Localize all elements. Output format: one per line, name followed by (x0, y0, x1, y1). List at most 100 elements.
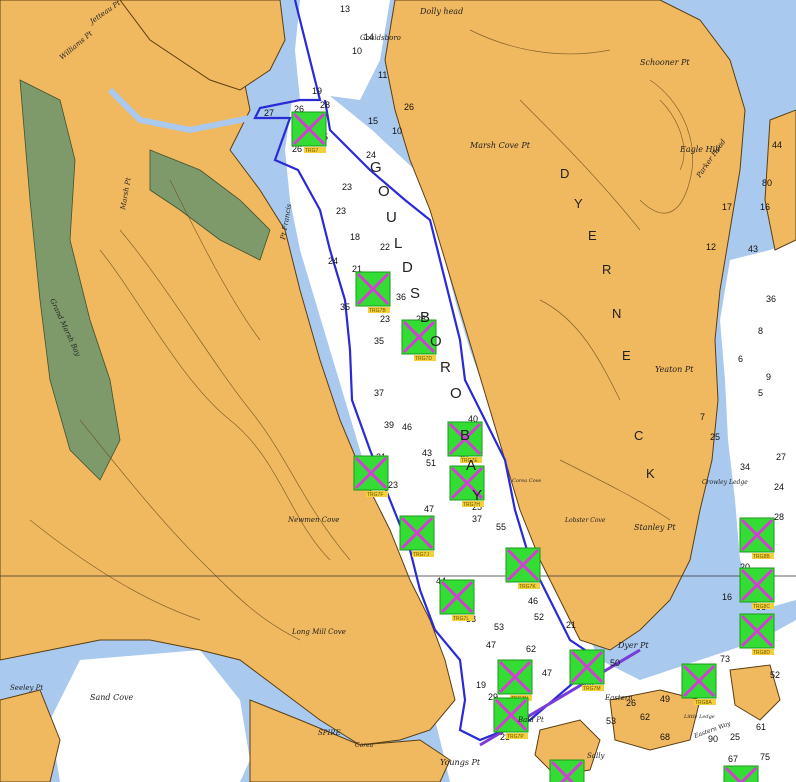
marker-tag (506, 733, 528, 739)
marker-x-stroke (450, 466, 484, 500)
marker-tag (582, 685, 604, 691)
depth-sounding: 7 (700, 412, 705, 422)
sample-marker[interactable]: TRG8D (739, 613, 775, 656)
deep-water-east (720, 240, 796, 610)
marker-x-stroke (356, 272, 390, 306)
bay-letter: O (430, 333, 444, 350)
depth-sounding: 28 (320, 100, 330, 110)
depth-sounding: 21 (352, 264, 362, 274)
depth-sounding: 19 (312, 86, 322, 96)
sample-marker[interactable]: TRG7B (355, 271, 391, 314)
sample-marker[interactable]: TRG7F (353, 455, 389, 498)
depth-sounding: 51 (426, 458, 436, 468)
sample-marker[interactable]: TRG7P (493, 697, 529, 740)
place-label: Stanley Pt (634, 523, 676, 532)
marker-square (723, 765, 759, 782)
place-label: SPIRE (318, 729, 341, 737)
sample-marker[interactable]: TRG7 (291, 111, 327, 154)
depth-sounding: 53 (606, 716, 616, 726)
marker-label: TRG7E (461, 458, 478, 464)
neck-letter: E (622, 348, 633, 363)
place-label: Eastern (604, 694, 633, 702)
depth-sounding: 26 (294, 104, 304, 114)
place-label: Little Ledge (683, 714, 715, 720)
marker-label: TRG8A (695, 700, 712, 706)
sample-marker[interactable]: TRG8E (549, 759, 585, 782)
marker-label: TRG7P (507, 734, 524, 740)
sample-marker[interactable]: TRG8F (723, 765, 759, 782)
depth-sounding: 37 (374, 388, 384, 398)
bay-letter: U (386, 209, 399, 226)
sample-marker[interactable]: TRG7M (569, 649, 605, 692)
marker-square (549, 759, 585, 782)
depth-sounding: 36 (396, 292, 406, 302)
sample-marker[interactable]: TRG7J (399, 515, 435, 558)
marker-label: TRG7 (305, 148, 319, 154)
depth-sounding: 23 (500, 732, 510, 742)
depth-sounding: 52 (770, 670, 780, 680)
marker-tag (412, 551, 434, 557)
depth-sounding: 28 (774, 512, 784, 522)
marker-label: TRG8C (753, 604, 770, 610)
place-label: Marsh Cove Pt (469, 141, 531, 150)
depth-sounding: 28 (416, 314, 426, 324)
depth-sounding: 23 (342, 182, 352, 192)
depth-sounding: 67 (728, 754, 738, 764)
depth-sounding: 73 (720, 654, 730, 664)
depth-sounding: 21 (566, 620, 576, 630)
sample-marker[interactable]: TRG7D (401, 319, 437, 362)
depth-sounding: 44 (772, 140, 782, 150)
soundings-layer: 1314101119272628252623151026242318222435… (264, 4, 786, 764)
sample-marker[interactable]: TRG7K (505, 547, 541, 590)
marker-x-stroke (354, 456, 388, 490)
depth-sounding: 18 (350, 232, 360, 242)
depth-sounding: 15 (368, 116, 378, 126)
deep-water-north (295, 0, 390, 100)
land-south-center (249, 699, 451, 782)
depth-sounding: 39 (384, 420, 394, 430)
sample-marker[interactable]: TRG7H (449, 465, 485, 508)
sample-marker[interactable]: TRG8B (739, 517, 775, 560)
depth-sounding: 14 (364, 32, 374, 42)
depth-sounding: 80 (762, 178, 772, 188)
neck-letter: D (560, 166, 571, 181)
depth-sounding: 25 (710, 432, 720, 442)
marker-x-stroke (682, 664, 716, 698)
land-east (384, 0, 746, 651)
neck-letter: N (612, 306, 623, 321)
marker-label: TRG7H (463, 502, 480, 508)
sample-marker[interactable]: TRG8C (739, 567, 775, 610)
marker-x-stroke (448, 422, 482, 456)
contour-lines (29, 29, 693, 641)
depth-sounding: 29 (488, 692, 498, 702)
sample-marker[interactable]: TRG7E (447, 421, 483, 464)
sample-marker[interactable]: TRG8A (681, 663, 717, 706)
depth-sounding: 35 (374, 336, 384, 346)
depth-sounding: 37 (472, 514, 482, 524)
depth-sounding: 23 (380, 314, 390, 324)
depth-sounding: 17 (722, 202, 732, 212)
marker-x-stroke (740, 568, 774, 602)
place-label: Lobster Cove (564, 517, 606, 524)
depth-sounding: 27 (776, 452, 786, 462)
marker-label: TRG7L (453, 616, 469, 622)
neck-letter: C (634, 428, 645, 443)
depth-sounding: 47 (424, 504, 434, 514)
depth-sounding: 55 (496, 522, 506, 532)
depth-sounding: 20 (740, 562, 750, 572)
neck-letter: K (646, 466, 657, 481)
marker-x-stroke (740, 614, 774, 648)
depth-sounding: 90 (708, 734, 718, 744)
depth-sounding: 40 (468, 414, 478, 424)
marker-tag (368, 307, 390, 313)
depth-sounding: 25 (730, 732, 740, 742)
depth-sounding: 24 (328, 256, 338, 266)
place-label: Dolly head (419, 7, 463, 16)
place-label: Yeaton Pt (655, 365, 694, 374)
land-west (0, 0, 456, 746)
sample-marker[interactable]: TRG7L (439, 579, 475, 622)
place-label: Corea Cove (512, 478, 541, 484)
